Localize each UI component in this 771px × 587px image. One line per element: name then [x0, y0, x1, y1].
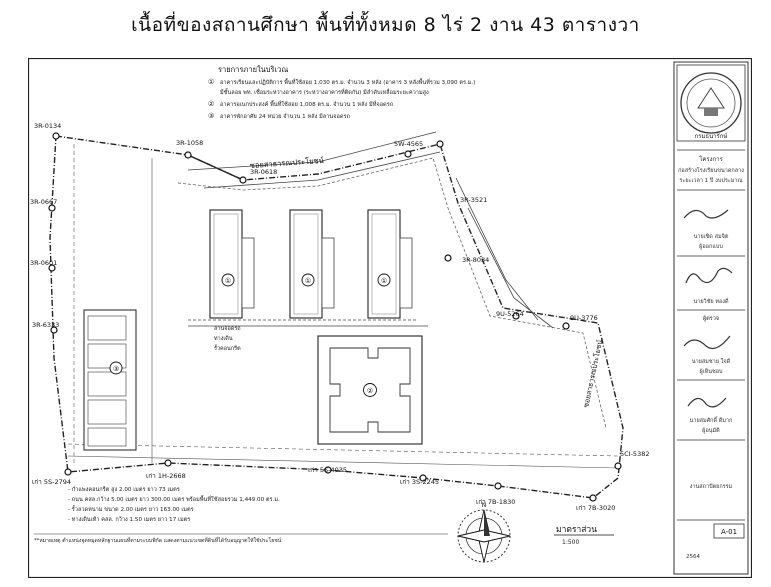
survey-marker: 5CI-5382: [614, 450, 649, 470]
scale-title: มาตราส่วน: [556, 525, 597, 535]
scale-value: 1:500: [562, 539, 579, 546]
note-line: - รั้วลวดหนาม ขนาด 2.00 เมตร ยาว 163.00 …: [68, 505, 194, 513]
building-2: ②: [317, 335, 423, 445]
note-line: - ทางเดินเท้า คสล. กว้าง 1.50 เมตร ยาว 1…: [68, 516, 190, 523]
note-line: - ถนน คสล.กว้าง 5.00 เมตร ยาว 300.00 เมต…: [68, 495, 280, 503]
legend: รายการภายในบริเวณ ① อาคารเรียนและปฏิบัติ…: [208, 65, 475, 120]
sheet-date: 2564: [686, 554, 700, 560]
survey-marker: 3R-0134: [34, 122, 61, 140]
seal-emblem: [680, 72, 742, 134]
title-block: กรมธนารักษ์ โครงการ ก่อสร้างโรงเรียนขนาด…: [673, 61, 749, 575]
survey-marker: 3R-0618: [239, 168, 277, 184]
survey-marker: เก่า 5S-2794: [32, 468, 72, 486]
sign-name: นายเชิด สมจิต: [694, 233, 729, 240]
project-line: ระยะเวลา 1 ปี งบประมาณ: [679, 177, 742, 184]
survey-marker: 3R-0667: [30, 198, 57, 212]
legend-heading: รายการภายในบริเวณ: [218, 65, 288, 74]
svg-text:เก่า 5S-2794: เก่า 5S-2794: [32, 478, 71, 486]
svg-text:9U-5264: 9U-5264: [496, 310, 524, 318]
svg-text:5CI-5382: 5CI-5382: [620, 450, 649, 458]
signature-1: [683, 209, 729, 219]
survey-marker: 5W-4565: [394, 140, 423, 158]
survey-marker: เก่า 7B-3020: [576, 494, 615, 512]
site-plan-sheet: กรมธนารักษ์ โครงการ ก่อสร้างโรงเรียนขนาด…: [27, 57, 753, 579]
sign-role: ผู้ออกแบบ: [699, 243, 723, 250]
svg-text:เก่า 1H-2668: เก่า 1H-2668: [146, 472, 186, 480]
note-line: - กำแพงคอนกรีต สูง 2.00 เมตร ยาว 73 เมตร: [68, 486, 180, 493]
side-note: ทางเดิน: [214, 335, 233, 342]
svg-text:3R-0618: 3R-0618: [250, 168, 277, 176]
building-label: ③: [113, 365, 119, 373]
svg-text:เก่า 7B-1830: เก่า 7B-1830: [476, 498, 515, 506]
sheet-number: A-01: [721, 528, 737, 536]
survey-marker: เก่า 1H-2668: [146, 459, 186, 480]
building-1a: ①: [209, 209, 255, 319]
footnote: **หมายเหตุ ตำแหน่งจุดหมุดหลักฐานแผนที่ตา…: [34, 536, 282, 544]
sign-name: นายสมศักดิ์ ดีมาก: [690, 416, 733, 424]
north-arrow-icon: N: [457, 502, 511, 563]
survey-marker: เก่า 5S-4035: [308, 466, 347, 474]
svg-text:3R-0134: 3R-0134: [34, 122, 61, 130]
side-note: รั้วคอนกรีต: [214, 344, 241, 352]
sign-name: นายสมชาย ใจดี: [692, 358, 731, 365]
project-heading: โครงการ: [699, 155, 723, 163]
svg-text:3R-0667: 3R-0667: [30, 198, 57, 206]
north-label: N: [482, 502, 487, 509]
side-note: ลานจอดรถ: [214, 326, 241, 332]
legend-text: อาคารอเนกประสงค์ พื้นที่ใช้สอย 1,008 ตร.…: [220, 100, 393, 108]
svg-text:3R-3521: 3R-3521: [460, 196, 487, 204]
building-3: ③: [83, 309, 137, 451]
sign-role: ผู้ตรวจ: [703, 315, 719, 322]
svg-text:3R-0601: 3R-0601: [30, 259, 57, 267]
svg-text:9U-3776: 9U-3776: [570, 314, 598, 322]
building-label: ①: [225, 277, 231, 285]
svg-text:เก่า 7B-3020: เก่า 7B-3020: [576, 504, 615, 512]
survey-marker: 3R-0601: [30, 259, 57, 272]
survey-marker: 3R-8034: [444, 254, 489, 264]
signature-4: [687, 397, 727, 408]
project-line: ก่อสร้างโรงเรียนขนาดกลาง: [678, 166, 744, 174]
survey-marker: เก่า 7B-1830: [476, 482, 515, 506]
legend-text: อาคารเรียนและปฏิบัติการ พื้นที่ใช้สอย 1,…: [220, 78, 475, 86]
legend-number: ①: [208, 78, 214, 86]
sign-name: นายวิชัย ทองดี: [693, 298, 728, 305]
survey-marker: 3R-1058: [176, 139, 203, 159]
page-title: เนื้อที่ของสถานศึกษา พื้นที่ทั้งหมด 8 ไร…: [131, 14, 640, 36]
survey-markers: 3R-0134 3R-0667 3R-0601 3R-6333 เก่า 5S-…: [30, 122, 649, 512]
svg-text:3R-6333: 3R-6333: [32, 321, 59, 329]
building-1b: ①: [289, 209, 335, 319]
site-boundary: [49, 131, 624, 499]
sign-role: ผู้เห็นชอบ: [699, 367, 723, 375]
svg-text:3R-1058: 3R-1058: [176, 139, 203, 147]
construction-notes: - กำแพงคอนกรีต สูง 2.00 เมตร ยาว 73 เมตร…: [34, 486, 448, 544]
building-label: ②: [367, 387, 373, 395]
signature-3: [683, 335, 731, 349]
section-label: งานสถาปัตยกรรม: [690, 483, 733, 490]
svg-text:เก่า 5S-4035: เก่า 5S-4035: [308, 466, 347, 474]
seal-caption: กรมธนารักษ์: [695, 132, 728, 140]
legend-number: ③: [208, 112, 214, 120]
building-1c: ①: [367, 209, 413, 319]
signature-2: [685, 267, 733, 284]
svg-text:5W-4565: 5W-4565: [394, 140, 423, 148]
legend-text: อาคารพักอาศัย 24 หน่วย จำนวน 1 หลัง มีลา…: [220, 113, 350, 120]
survey-marker: 9U-3776: [562, 314, 598, 330]
legend-text: มีชั้นลอย พท. เชื่อมระหว่างอาคาร (ระหว่า…: [220, 88, 429, 96]
legend-number: ②: [208, 100, 214, 108]
survey-marker: 3R-6333: [32, 321, 59, 334]
survey-marker: เก่า 3S-2245: [400, 474, 439, 486]
survey-marker: 3R-3521: [436, 140, 487, 204]
svg-text:3R-8034: 3R-8034: [462, 256, 489, 264]
svg-text:เก่า 3S-2245: เก่า 3S-2245: [400, 478, 439, 486]
survey-marker: 9U-5264: [496, 310, 524, 320]
building-label: ①: [305, 277, 311, 285]
building-label: ①: [381, 277, 387, 285]
sign-role: ผู้อนุมัติ: [702, 427, 720, 434]
